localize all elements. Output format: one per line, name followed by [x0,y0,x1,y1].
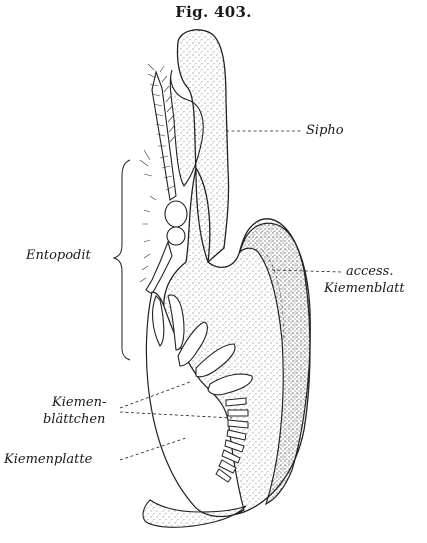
entopodit-bracket [114,160,130,360]
label-sipho: Sipho [306,123,344,139]
label-kiemen-2: blättchen [43,412,105,428]
label-access-1: access. [346,264,393,280]
label-entopodit: Entopodit [26,248,91,264]
label-kiemen-1: Kiemen- [52,395,106,411]
label-kiemenplatte: Kiemenplatte [4,452,92,468]
label-access-2: Kiemenblatt [324,281,405,297]
